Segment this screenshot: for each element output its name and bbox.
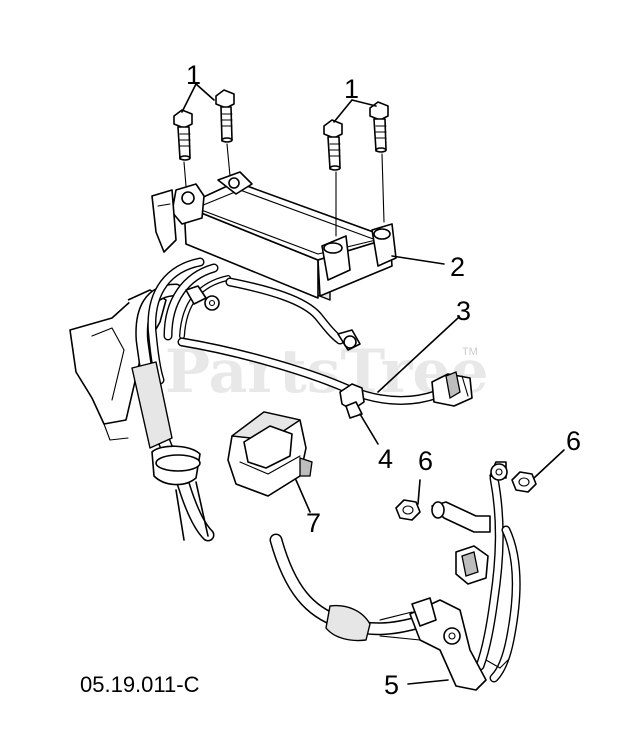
bolt-right-1 [323, 119, 343, 237]
callout-module: 2 [450, 252, 465, 282]
part-number: 05.19.011-C [80, 672, 200, 697]
callout-battery-cable: 5 [384, 670, 399, 700]
callout-bolts-right: 1 [344, 74, 359, 104]
callout-bolts-left: 1 [186, 60, 201, 90]
nut-left [395, 499, 421, 521]
battery-cable [269, 461, 521, 691]
leader-lines [181, 83, 565, 685]
control-module [151, 171, 397, 301]
nut-right [511, 471, 537, 493]
callout-cover: 7 [306, 508, 321, 538]
callout-nut-right: 6 [566, 426, 581, 456]
callouts: 1 1 2 3 4 6 6 7 5 [186, 60, 581, 700]
callout-clip: 4 [378, 444, 393, 474]
callout-harness-wire: 3 [456, 296, 471, 326]
bolt-right-2 [369, 101, 389, 223]
bolt-left-2 [215, 89, 235, 177]
main-wire-harness [131, 257, 231, 542]
callout-nut-left: 6 [418, 446, 433, 476]
harness-wire-3 [177, 277, 473, 407]
bolt-left-1 [173, 109, 193, 187]
harness-clip [339, 383, 365, 419]
watermark-trademark: TM [462, 346, 478, 358]
terminal-cover [227, 411, 313, 497]
